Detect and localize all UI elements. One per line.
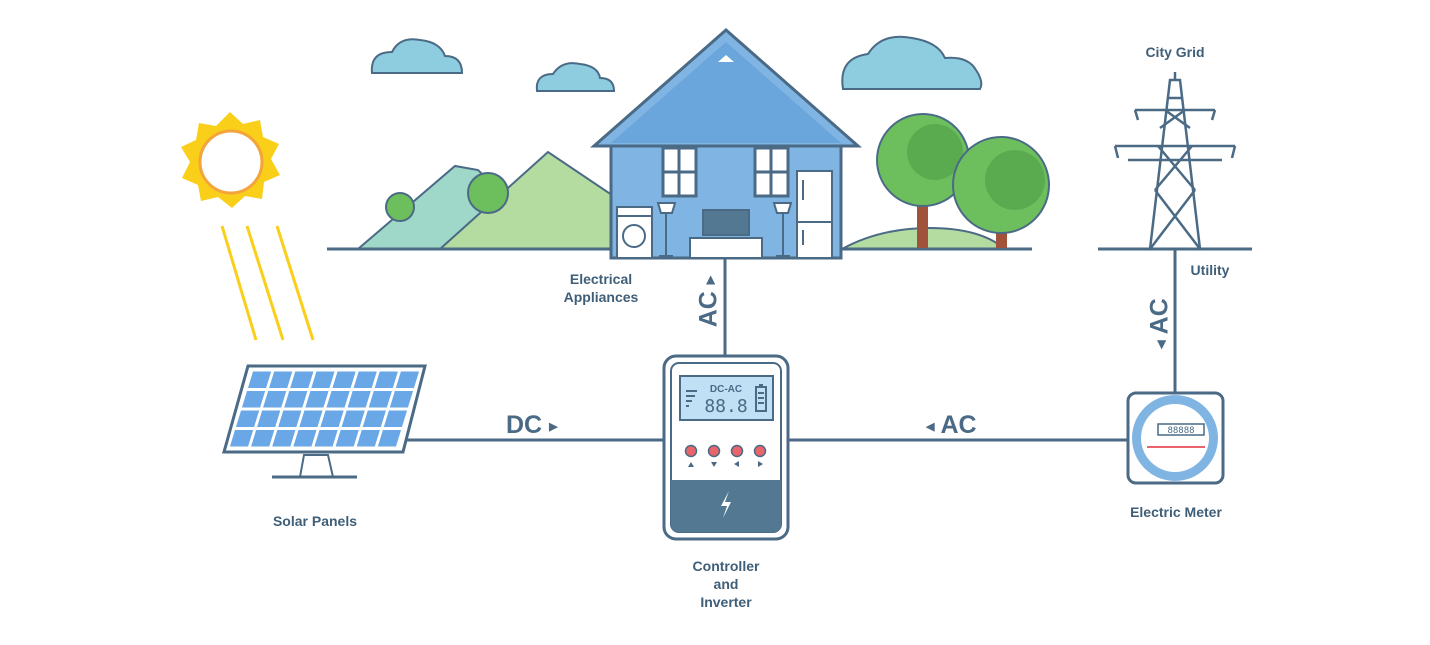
lightning-bolt-icon xyxy=(721,491,731,518)
signal-icon xyxy=(686,390,697,407)
solar-cell xyxy=(241,391,266,408)
solar-cell xyxy=(305,391,329,408)
cloud-icon xyxy=(370,38,464,74)
electric-meter-icon: 88888 xyxy=(1126,391,1225,485)
tree-icon xyxy=(876,113,970,248)
ac-house-flow-label: AC ▶ xyxy=(695,262,724,342)
control-buttons xyxy=(684,444,767,467)
cloud-icon xyxy=(841,35,983,90)
controller-inverter-device: DC-AC 88.8 xyxy=(662,354,790,541)
solar-cell xyxy=(341,410,365,427)
hill-icon xyxy=(355,150,1008,250)
solar-cell xyxy=(332,371,356,388)
solar-cell xyxy=(368,391,392,408)
arrow-down-icon: ◀ xyxy=(1155,340,1168,349)
arrow-right-icon: ▶ xyxy=(549,420,558,433)
solar-cell xyxy=(335,430,359,447)
solar-cell xyxy=(395,371,420,388)
controller-inverter-label: Controller and Inverter xyxy=(692,558,760,610)
solar-cell xyxy=(326,391,350,408)
solar-cell xyxy=(293,430,317,447)
solar-panels-label: Solar Panels xyxy=(272,513,358,529)
electrical-appliances-label: Electrical Appliances xyxy=(563,271,639,305)
solar-cell xyxy=(290,371,314,388)
solar-cell xyxy=(251,430,275,447)
inverter-display-reading: 88.8 xyxy=(704,396,747,417)
washing-machine-icon xyxy=(616,206,653,259)
solar-cell xyxy=(269,371,293,388)
solar-panel-icon xyxy=(222,364,427,479)
solar-cell xyxy=(383,410,408,427)
ac-utility-flow-text: AC xyxy=(1145,298,1174,335)
solar-cell xyxy=(311,371,335,388)
arrow-left-icon: ◀ xyxy=(926,420,935,433)
electric-meter-label: Electric Meter xyxy=(1130,504,1222,520)
ac-utility-flow-label: ◀ AC xyxy=(1146,284,1175,364)
floor-lamp-icon xyxy=(656,202,677,257)
dc-flow-text: DC xyxy=(506,411,543,439)
arrow-up-icon: ▶ xyxy=(704,275,717,285)
city-grid-label: City Grid xyxy=(1145,44,1205,60)
solar-cell xyxy=(320,410,344,427)
solar-cell xyxy=(374,371,398,388)
solar-cell xyxy=(229,430,254,447)
refrigerator-icon xyxy=(796,170,833,259)
utility-label: Utility xyxy=(1190,262,1230,278)
wires xyxy=(402,249,1177,442)
ac-house-flow-text: AC xyxy=(694,291,723,328)
solar-cell xyxy=(263,391,287,408)
solar-cell xyxy=(389,391,414,408)
battery-icon xyxy=(755,384,767,412)
solar-cell xyxy=(347,391,371,408)
solar-cell xyxy=(377,430,402,447)
solar-cell xyxy=(257,410,281,427)
meter-reading: 88888 xyxy=(1167,426,1194,436)
sun-icon xyxy=(181,112,315,341)
dc-flow-label: DC ▶ xyxy=(506,411,558,440)
solar-cell xyxy=(356,430,380,447)
cloud-icon xyxy=(535,62,616,92)
solar-cell xyxy=(299,410,323,427)
solar-cell xyxy=(362,410,386,427)
solar-cell xyxy=(247,371,272,388)
solar-cell xyxy=(272,430,296,447)
solar-cell xyxy=(314,430,338,447)
tree-icon xyxy=(952,136,1050,248)
ac-grid-flow-label: ◀ AC xyxy=(926,411,977,440)
solar-cell xyxy=(278,410,302,427)
power-tower-icon xyxy=(1113,72,1237,250)
solar-cell xyxy=(235,410,260,427)
inverter-display-title: DC-AC xyxy=(710,384,742,395)
floor-lamp-icon xyxy=(772,202,793,257)
solar-cell xyxy=(284,391,308,408)
tv-icon xyxy=(689,209,763,259)
ac-grid-flow-text: AC xyxy=(940,411,977,439)
solar-cell xyxy=(353,371,377,388)
